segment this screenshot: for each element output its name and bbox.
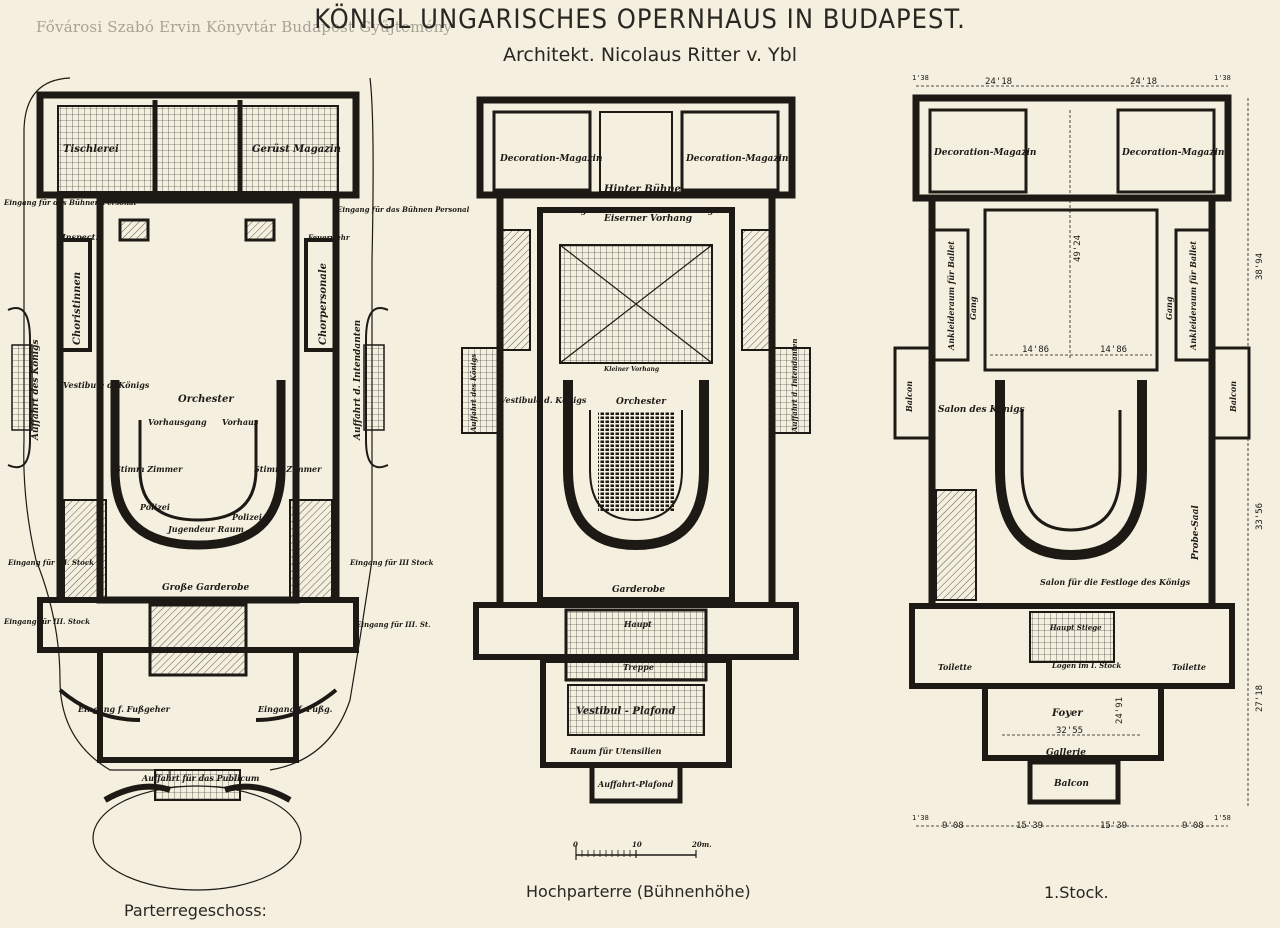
plate-subtitle: Architekt. Nicolaus Ritter v. Ybl <box>502 44 797 66</box>
label-hinter-buehne: Hinter Bühne <box>603 184 681 195</box>
dim-bottom-3: 15'39 <box>1100 821 1127 831</box>
label-salon-koenigs: Salon des Königs <box>938 404 1025 415</box>
scale-label-20: 20m. <box>691 840 712 849</box>
scale-label-0: 0 <box>573 840 578 849</box>
label-raum-utensilien: Raum für Utensilien <box>569 746 662 756</box>
label-auffahrt-publicum: Auffahrt für das Publicum <box>141 773 259 783</box>
label-decoration-magazin-right: Decoration-Magazin <box>685 154 788 164</box>
label-auffahrt-koenigs-middle: Auffahrt des Königs <box>469 354 478 433</box>
label-probe-saal: Probe-Saal <box>1191 505 1201 561</box>
label-eingang-fussgeher: Eingang f. Fußgeher <box>77 704 171 714</box>
label-vorhausgang: Vorhausgang <box>148 417 207 427</box>
dim-bottom-2: 15'39 <box>1016 821 1043 831</box>
dim-top-edge-left: 1'38 <box>912 74 929 82</box>
label-eingang-personal: Eingang für das Bühnen Personal <box>3 198 137 207</box>
label-gang-r-left: Gang <box>968 296 978 320</box>
label-eingang-personal-right: Eingang für das Bühnen Personal <box>336 205 470 214</box>
label-kleiner-vorhang: Kleiner Vorhang <box>603 366 659 373</box>
dim-height: 49'24 <box>1073 235 1083 262</box>
label-eingang-III-right-2: Eingang für III. St. <box>355 620 431 629</box>
right-plan-labels: Decoration-Magazin Decoration-Magazin An… <box>904 148 1238 789</box>
label-balcon-right: Balcon <box>1228 381 1238 413</box>
dim-bottom-4: 9'08 <box>1182 821 1204 831</box>
label-geruest-magazin: Gerüst Magazin <box>252 144 341 155</box>
label-auffahrt-koenigs: Auffahrt des Königs <box>30 339 41 441</box>
label-toilette-right: Toilette <box>1172 662 1206 672</box>
label-orchester: Orchester <box>178 394 234 405</box>
label-chorpersonale: Chorpersonale <box>318 263 329 345</box>
label-gang-right: Gang <box>690 205 714 215</box>
label-polizei-right: Polizei <box>231 512 262 522</box>
label-foyer: Foyer <box>1051 708 1083 719</box>
label-auffahrt-plafond: Auffahrt-Plafond <box>597 779 674 789</box>
right-plan-dimensions: 24'18 24'18 1'38 1'38 14'86 14'86 49'24 … <box>912 74 1265 831</box>
label-decoration-magazin-left: Decoration-Magazin <box>499 154 602 164</box>
label-haupt-stiege: Haupt Stiege <box>1049 623 1102 632</box>
label-decoration-magazin-r2: Decoration-Magazin <box>1121 148 1224 158</box>
dim-side-1: 38'94 <box>1255 253 1265 280</box>
label-orchester-middle: Orchester <box>616 397 667 407</box>
watermark: Fővárosi Szabó Ervin Könyvtár Budapest G… <box>36 18 453 36</box>
dim-side-3: 27'18 <box>1255 685 1265 712</box>
label-choristinnen: Choristinnen <box>72 272 83 345</box>
label-eiserner-vorhang: Eiserner Vorhang <box>603 214 692 224</box>
label-treppe: Treppe <box>623 662 654 672</box>
label-jugendeur: Jugendeur Raum <box>166 524 244 534</box>
dim-bottom-edge-left: 1'38 <box>912 814 929 822</box>
dim-top-edge-right: 1'38 <box>1214 74 1231 82</box>
plan-parterregeschoss <box>7 77 389 891</box>
label-eingang-III-right: Eingang für III Stock <box>349 558 434 567</box>
label-gang-r-right: Gang <box>1164 296 1174 320</box>
label-polizei-left: Polizei <box>139 502 170 512</box>
plan-erster-stock <box>893 85 1251 827</box>
label-tischlerei: Tischlerei <box>63 144 119 155</box>
label-gang-left: Gang <box>563 205 587 215</box>
label-auffahrt-intendanten-middle: Auffahrt d. Intendanten <box>790 339 799 434</box>
label-grosse-garderobe: Große Garderobe <box>162 583 249 593</box>
label-vorhaus: Vorhaus <box>222 417 259 427</box>
label-eingang-fussg: Eingang f. Fußg. <box>257 704 333 714</box>
label-auffahrt-intendanten: Auffahrt d. Intendanten <box>353 320 363 441</box>
dim-foyer-width: 32'55 <box>1056 726 1083 736</box>
label-toilette-left: Toilette <box>938 662 972 672</box>
label-stimmzimmer-left: Stimm Zimmer <box>115 464 183 474</box>
label-vestibule: Vestibule d. Königs <box>63 380 150 390</box>
plate-title: KÖNIGL UNGARISCHES OPERNHAUS IN BUDAPEST… <box>314 4 966 35</box>
dim-inner-left: 14'86 <box>1022 345 1049 355</box>
dim-bottom-1: 9'08 <box>942 821 964 831</box>
caption-hochparterre: Hochparterre (Bühnenhöhe) <box>526 882 751 901</box>
middle-plan-labels: Decoration-Magazin Decoration-Magazin Hi… <box>469 154 799 849</box>
dim-foyer-height: 24'91 <box>1115 697 1125 724</box>
label-haupt: Haupt <box>623 619 652 629</box>
label-salon-festloge: Salon für die Festloge des Königs <box>1040 577 1191 587</box>
caption-erster-stock: 1.Stock. <box>1044 883 1109 902</box>
label-eingang-III-left-2: Eingang für III. Stock <box>3 617 90 626</box>
label-balcon-bottom: Balcon <box>1053 779 1089 789</box>
plan-hochparterre <box>461 96 811 860</box>
caption-parterregeschoss: Parterregeschoss: <box>124 901 267 920</box>
label-ankleideraum-left: Ankleideraum für Ballet <box>946 241 956 351</box>
dim-top-left: 24'18 <box>985 77 1012 87</box>
label-feuerwehr: Feuerwehr <box>307 233 351 242</box>
label-eingang-III-left: Eingang für III. Stock <box>7 558 94 567</box>
left-plan-labels: Tischlerei Gerüst Magazin Eingang für da… <box>3 144 470 783</box>
label-gallerie: Gallerie <box>1046 748 1086 758</box>
label-logen: Logen im I. Stock <box>1051 661 1121 670</box>
dim-side-2: 33'56 <box>1255 503 1265 530</box>
label-vestibule-middle: Vestibule d. Königs <box>500 395 587 405</box>
dim-bottom-edge-right: 1'58 <box>1214 814 1231 822</box>
label-ankleideraum-right: Ankleideraum für Ballet <box>1188 241 1198 351</box>
label-balcon-left: Balcon <box>904 381 914 413</box>
label-inspect: Inspect. <box>61 232 98 242</box>
label-decoration-magazin-r1: Decoration-Magazin <box>933 148 1036 158</box>
dim-inner-right: 14'86 <box>1100 345 1127 355</box>
label-vestibul-plafond: Vestibul - Plafond <box>576 706 675 717</box>
scale-label-10: 10 <box>632 840 642 849</box>
label-garderobe: Garderobe <box>612 585 665 595</box>
label-stimmzimmer-right: Stimm Zimmer <box>254 464 322 474</box>
dim-top-right: 24'18 <box>1130 77 1157 87</box>
